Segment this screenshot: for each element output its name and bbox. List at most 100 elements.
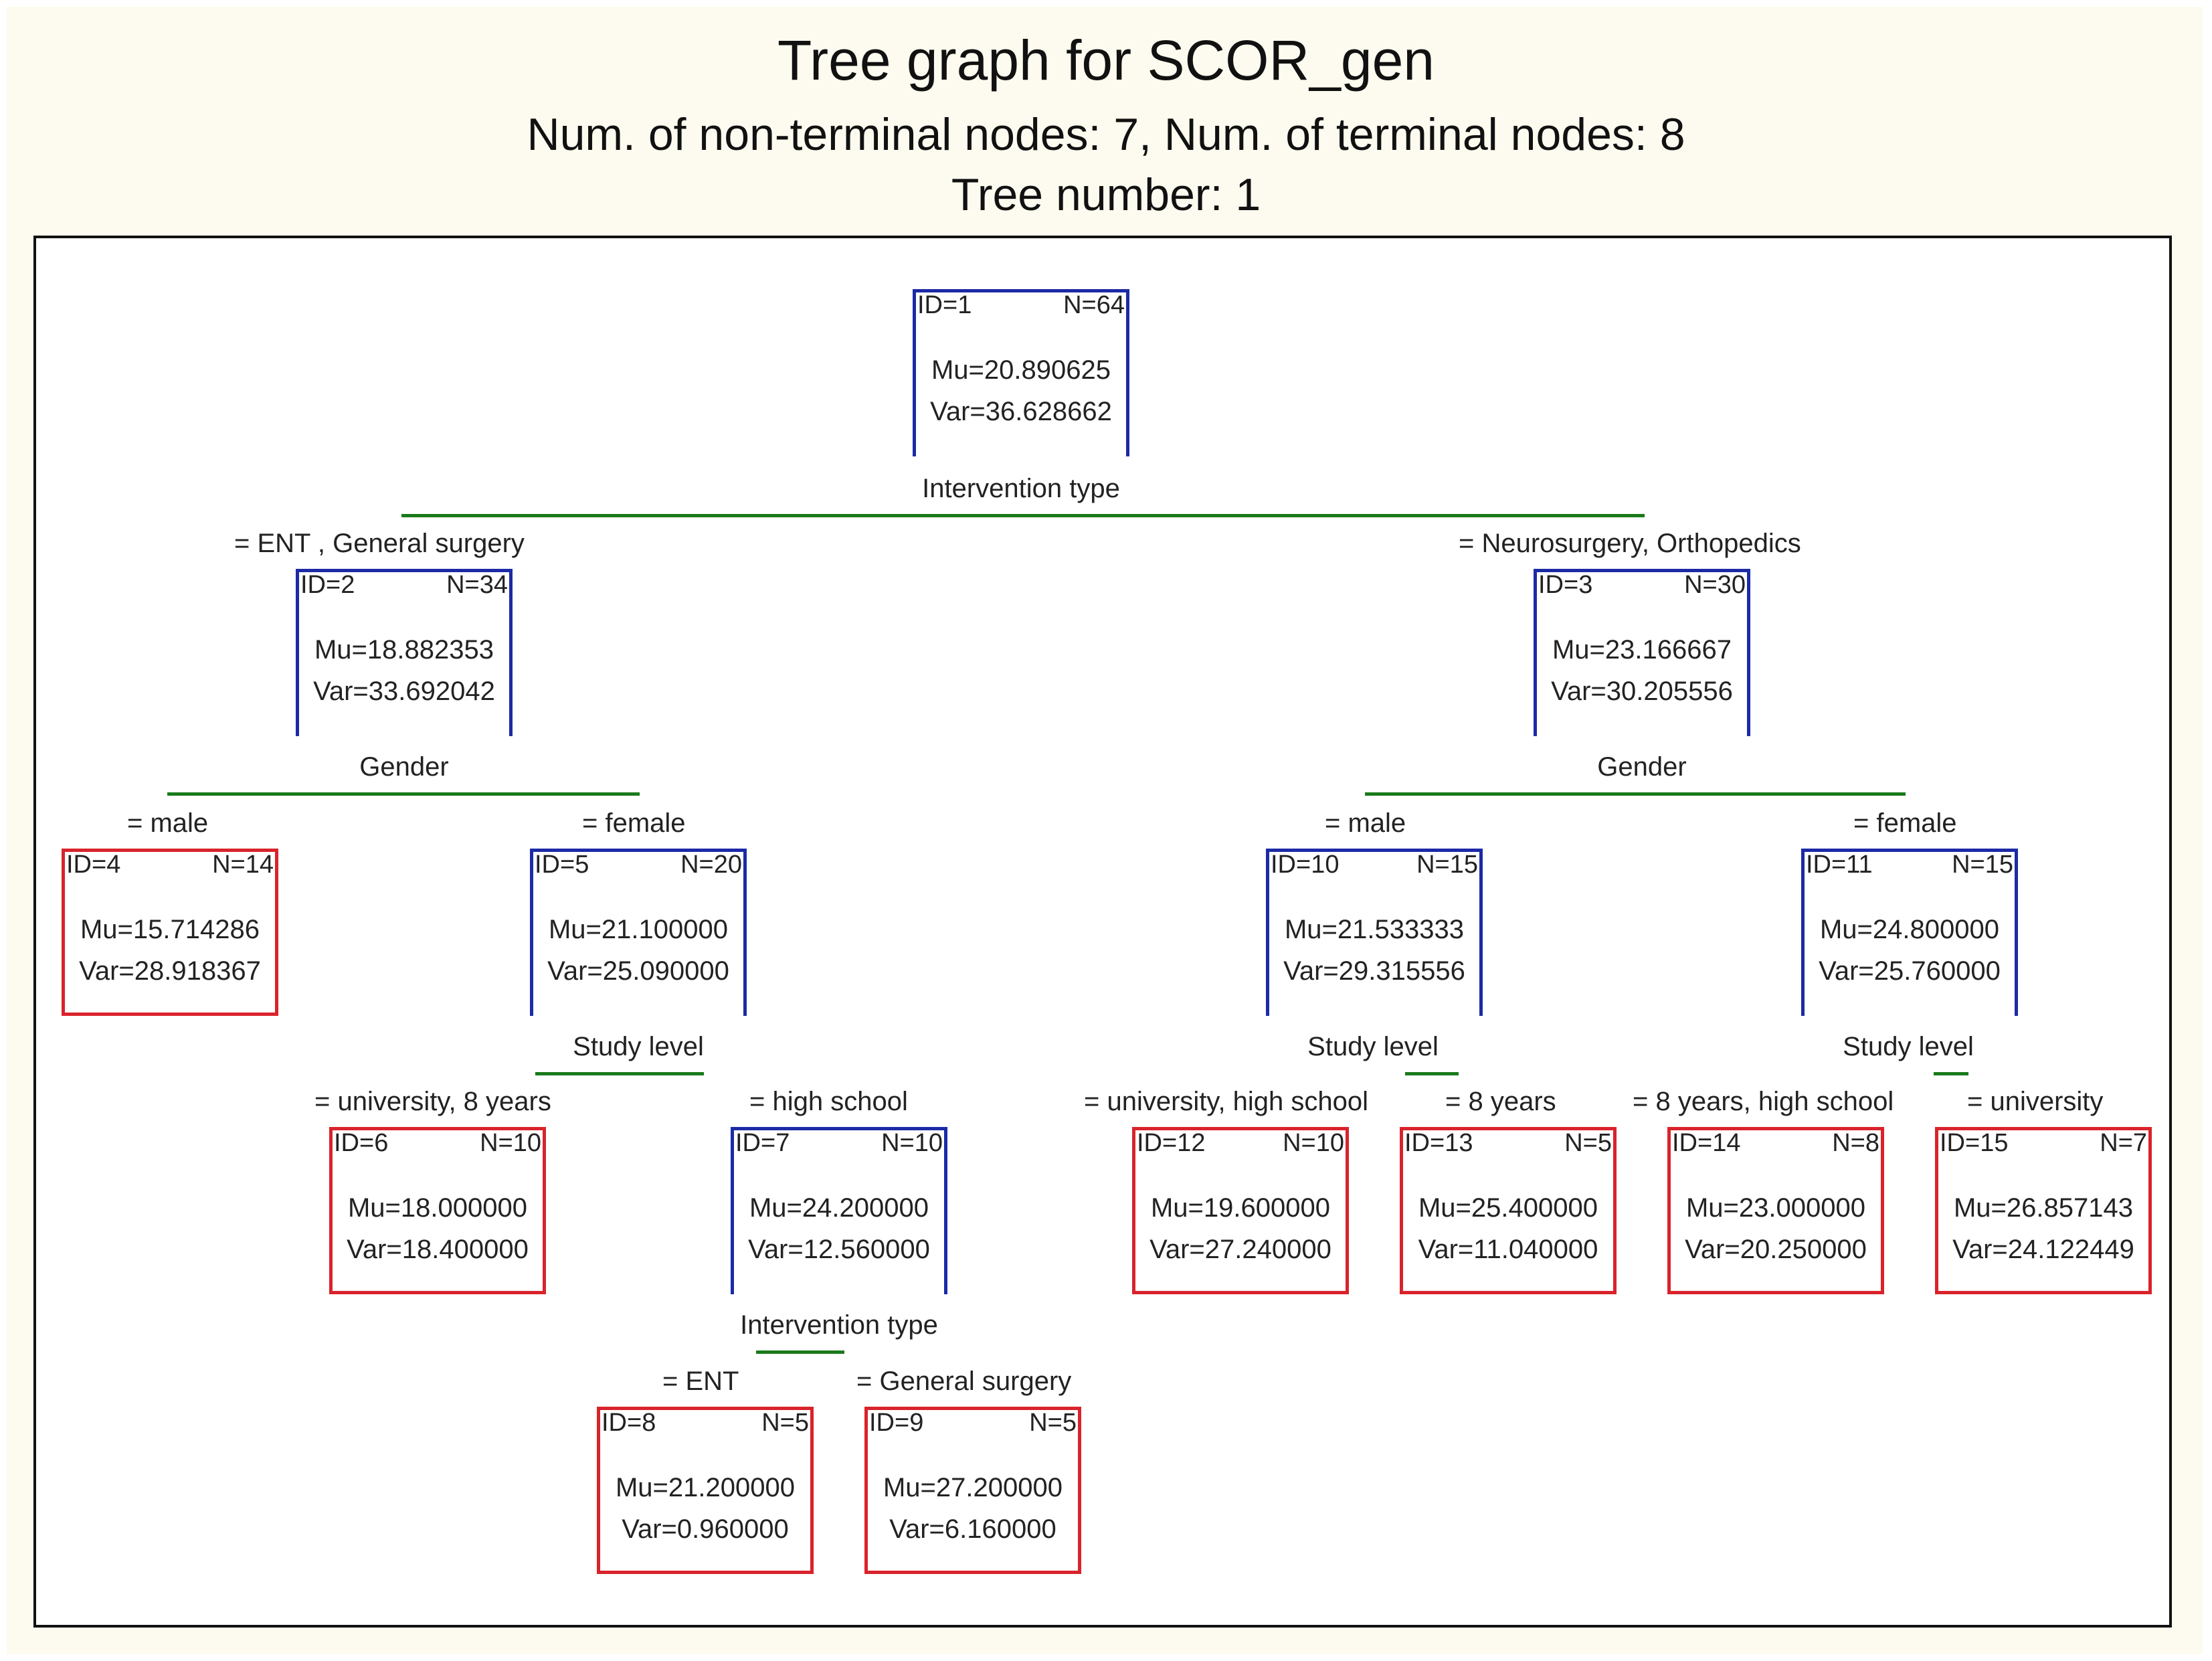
split-variable-label: Study level [1307, 1032, 1439, 1061]
node-id: ID=12 [1137, 1129, 1206, 1157]
split-variable-label: Gender [359, 752, 449, 782]
node-id: ID=13 [1404, 1129, 1473, 1157]
tree-node-terminal: ID=6 N=10 Mu=18.000000 Var=18.400000 [329, 1127, 546, 1294]
split-variable-label: Intervention type [922, 474, 1120, 503]
node-id: ID=15 [1940, 1129, 2009, 1157]
node-mean: Mu=15.714286 [80, 915, 260, 944]
edge-label: = high school [749, 1087, 908, 1116]
node-count: N=34 [446, 571, 508, 599]
node-bottom-gap [326, 732, 482, 736]
node-count: N=10 [480, 1129, 541, 1157]
node-mean: Mu=24.200000 [749, 1193, 929, 1223]
edge-label: = female [582, 808, 686, 838]
node-variance: Var=33.692042 [313, 677, 495, 706]
node-bottom-gap [1831, 1012, 1988, 1016]
node-variance: Var=25.760000 [1819, 956, 2001, 986]
node-id: ID=2 [300, 571, 355, 599]
node-id: ID=8 [602, 1409, 656, 1437]
tree-node: ID=3 N=30 Mu=23.166667 Var=30.205556 [1534, 569, 1750, 736]
node-id: ID=4 [66, 851, 121, 879]
edge-label: = ENT , General surgery [234, 529, 525, 558]
node-bottom-gap [761, 1290, 917, 1294]
tree-node-terminal: ID=13 N=5 Mu=25.400000 Var=11.040000 [1400, 1127, 1617, 1294]
node-mean: Mu=23.000000 [1685, 1193, 1865, 1223]
tree-node-terminal: ID=12 N=10 Mu=19.600000 Var=27.240000 [1132, 1127, 1349, 1294]
edge-label: = female [1853, 808, 1957, 838]
node-mean: Mu=23.166667 [1552, 635, 1732, 665]
node-count: N=5 [761, 1409, 809, 1437]
node-count: N=5 [1029, 1409, 1077, 1437]
node-count: N=20 [680, 851, 742, 879]
split-line-node-3 [1365, 792, 1906, 796]
edge-label: = university, 8 years [314, 1087, 551, 1116]
node-count: N=14 [212, 851, 274, 879]
edge-label: = university [1967, 1087, 2104, 1116]
node-bottom-gap [560, 1012, 717, 1016]
node-id: ID=14 [1672, 1129, 1741, 1157]
node-variance: Var=25.090000 [547, 956, 729, 986]
tree-node: ID=1 N=64 Mu=20.890625 Var=36.628662 [913, 289, 1129, 456]
tree-node: ID=7 N=10 Mu=24.200000 Var=12.560000 [731, 1127, 947, 1294]
split-variable-label: Study level [1843, 1032, 1974, 1061]
edge-label: = 8 years, high school [1633, 1087, 1894, 1116]
node-mean: Mu=21.200000 [615, 1473, 795, 1502]
tree-node: ID=5 N=20 Mu=21.100000 Var=25.090000 [530, 849, 747, 1016]
chart-subtitle: Num. of non-terminal nodes: 7, Num. of t… [527, 109, 1685, 160]
node-id: ID=6 [334, 1129, 389, 1157]
node-mean: Mu=18.882353 [314, 635, 494, 665]
node-variance: Var=27.240000 [1149, 1235, 1331, 1264]
tree-node-terminal: ID=15 N=7 Mu=26.857143 Var=24.122449 [1935, 1127, 2152, 1294]
node-bottom-gap [1564, 732, 1720, 736]
node-id: ID=3 [1538, 571, 1593, 599]
edge-label: = 8 years [1445, 1087, 1556, 1116]
node-variance: Var=18.400000 [347, 1235, 529, 1264]
node-mean: Mu=19.600000 [1150, 1193, 1330, 1223]
node-id: ID=5 [535, 851, 589, 879]
node-variance: Var=11.040000 [1418, 1235, 1598, 1264]
node-variance: Var=6.160000 [889, 1514, 1056, 1544]
split-line-node-7 [756, 1350, 844, 1354]
node-count: N=30 [1684, 571, 1746, 599]
node-mean: Mu=20.890625 [931, 355, 1111, 385]
node-variance: Var=29.315556 [1283, 956, 1465, 986]
node-variance: Var=0.960000 [622, 1514, 789, 1544]
node-count: N=7 [2100, 1129, 2147, 1157]
tree-node-terminal: ID=9 N=5 Mu=27.200000 Var=6.160000 [864, 1407, 1081, 1574]
node-bottom-gap [1296, 1012, 1453, 1016]
node-variance: Var=30.205556 [1551, 677, 1733, 706]
node-count: N=15 [1952, 851, 2013, 879]
node-variance: Var=12.560000 [748, 1235, 930, 1264]
tree-number-label: Tree number: 1 [951, 169, 1261, 220]
tree-plot-area: Intervention type Gender Gender Study le… [33, 236, 2172, 1628]
node-count: N=10 [1283, 1129, 1344, 1157]
split-variable-label: Intervention type [740, 1310, 938, 1340]
tree-node-terminal: ID=8 N=5 Mu=21.200000 Var=0.960000 [597, 1407, 814, 1574]
node-count: N=5 [1564, 1129, 1612, 1157]
node-variance: Var=36.628662 [930, 397, 1112, 426]
node-id: ID=1 [917, 291, 972, 319]
node-mean: Mu=25.400000 [1418, 1193, 1598, 1223]
chart-title: Tree graph for SCOR_gen [777, 29, 1435, 92]
tree-node-terminal: ID=4 N=14 Mu=15.714286 Var=28.918367 [62, 849, 278, 1016]
split-line-node-5 [535, 1072, 704, 1075]
edge-label: = male [1325, 808, 1406, 838]
node-id: ID=9 [869, 1409, 924, 1437]
edge-label: = General surgery [856, 1367, 1072, 1396]
node-mean: Mu=24.800000 [1819, 915, 1999, 944]
tree-node: ID=10 N=15 Mu=21.533333 Var=29.315556 [1266, 849, 1483, 1016]
tree-node: ID=2 N=34 Mu=18.882353 Var=33.692042 [296, 569, 513, 736]
node-count: N=10 [881, 1129, 943, 1157]
edge-label: = ENT [662, 1367, 739, 1396]
split-line-node-2 [167, 792, 640, 796]
node-count: N=8 [1832, 1129, 1879, 1157]
tree-node-terminal: ID=14 N=8 Mu=23.000000 Var=20.250000 [1667, 1127, 1884, 1294]
node-mean: Mu=18.000000 [347, 1193, 527, 1223]
node-mean: Mu=27.200000 [883, 1473, 1063, 1502]
edge-label: = university, high school [1084, 1087, 1369, 1116]
node-variance: Var=28.918367 [79, 956, 261, 986]
node-variance: Var=20.250000 [1685, 1235, 1867, 1264]
node-count: N=15 [1416, 851, 1478, 879]
split-variable-label: Gender [1597, 752, 1687, 782]
node-id: ID=7 [735, 1129, 790, 1157]
tree-node: ID=11 N=15 Mu=24.800000 Var=25.760000 [1801, 849, 2018, 1016]
